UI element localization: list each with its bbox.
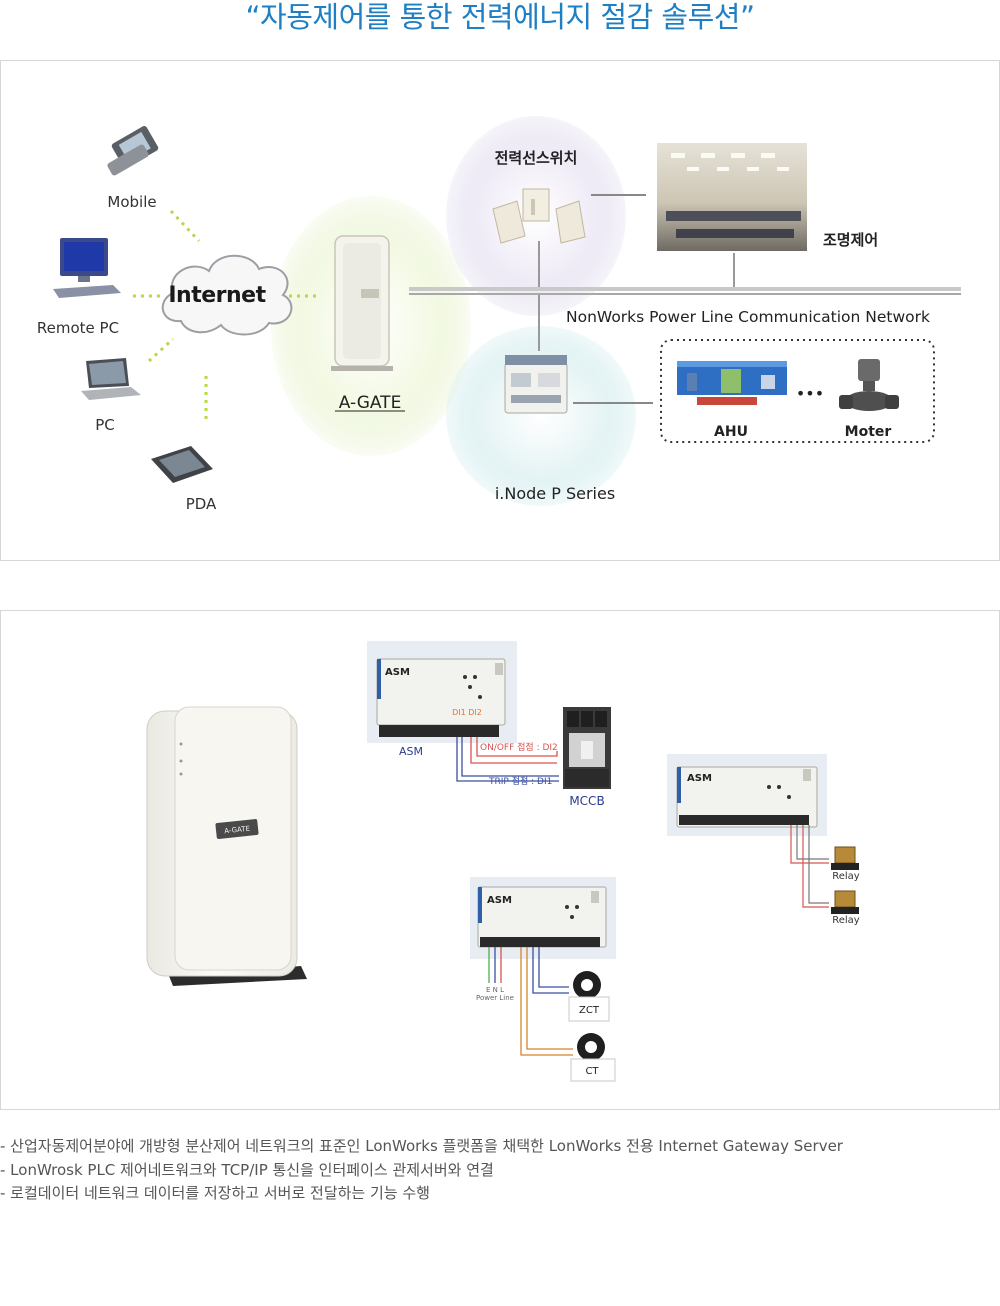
- light-control-label: 조명제어: [823, 231, 878, 249]
- asm-3-title: ASM: [487, 895, 512, 906]
- description-item: - 로컬데이터 네트워크 데이터를 저장하고 서버로 전달하는 기능 수행: [0, 1184, 430, 1202]
- relay-1-icon: [831, 846, 859, 870]
- agate-label: A-GATE: [339, 393, 402, 413]
- page-title: “자동제어를 통한 전력에너지 절감 솔루션”: [245, 0, 755, 34]
- asm-module-3: [470, 877, 616, 959]
- internet-label: Internet: [168, 283, 266, 308]
- ct-label: CT: [585, 1066, 599, 1077]
- power-line-label: Power Line: [476, 994, 514, 1002]
- agate-device-icon: [331, 235, 393, 371]
- ahu-label: AHU: [714, 424, 748, 440]
- ahu-icon: [677, 361, 787, 405]
- mobile-label: Mobile: [107, 193, 156, 211]
- description-item: - LonWrosk PLC 제어네트워크와 TCP/IP 통신을 인터페이스 …: [0, 1160, 494, 1179]
- trip-contact-label: TRIP 접점 : DI1: [488, 775, 552, 787]
- power-switch-icon: [492, 188, 586, 244]
- inode-label: i.Node P Series: [495, 484, 615, 503]
- internet-cloud-icon: [161, 254, 293, 336]
- pda-icon: [151, 446, 213, 483]
- wiring-diagram-panel: A-GATE ASM DI1 DI2 ASM ON/OFF 접점 : DI2 T…: [0, 610, 1000, 1110]
- inode-device-icon: [504, 355, 568, 414]
- light-control-room-image: [657, 143, 807, 251]
- asm-1-title: ASM: [385, 667, 410, 678]
- network-label: NonWorks Power Line Communication Networ…: [566, 308, 930, 326]
- mccb-breaker: [563, 707, 611, 789]
- motor-icon: [839, 359, 899, 411]
- relay-1-label: Relay: [832, 871, 860, 882]
- relay-2-icon: [831, 890, 859, 914]
- di-labels: DI1 DI2: [452, 708, 482, 717]
- relay-2-label: Relay: [832, 915, 860, 926]
- mobile-phone-icon: [107, 125, 159, 176]
- description-item: - 산업자동제어분야에 개방형 분산제어 네트워크의 표준인 LonWorks …: [0, 1137, 843, 1155]
- zct-sensor-icon: [568, 971, 610, 1022]
- laptop-icon: [81, 358, 141, 400]
- remote-pc-label: Remote PC: [37, 319, 119, 337]
- asm-module-1: [367, 641, 517, 743]
- power-line-bus: [409, 287, 961, 291]
- ct-sensor-icon: [570, 1033, 616, 1082]
- wiring-diagram: A-GATE ASM DI1 DI2 ASM ON/OFF 접점 : DI2 T…: [146, 641, 860, 1082]
- asm-2-title: ASM: [687, 773, 712, 784]
- asm-module-2: [667, 754, 827, 836]
- network-diagram-panel: Mobile Remote PC PC PDA Internet: [0, 60, 1000, 561]
- inode-glow: [446, 326, 636, 506]
- asm-1-label: ASM: [399, 745, 423, 758]
- moter-label: Moter: [845, 424, 892, 440]
- ellipsis-label: •••: [796, 384, 824, 403]
- description-list: - 산업자동제어분야에 개방형 분산제어 네트워크의 표준인 LonWorks …: [0, 1135, 1000, 1206]
- pda-label: PDA: [186, 495, 217, 513]
- network-diagram: Mobile Remote PC PC PDA Internet: [37, 116, 961, 513]
- agate-device-logo: A-GATE: [224, 825, 250, 836]
- power-switch-label: 전력선스위치: [495, 149, 578, 167]
- agate-device-large: [146, 706, 307, 986]
- zct-label: ZCT: [579, 1005, 600, 1016]
- remote-pc-icon: [53, 238, 121, 298]
- enl-label: E N L: [486, 986, 504, 994]
- field-device-group: [660, 339, 935, 443]
- mccb-label: MCCB: [569, 794, 604, 808]
- pc-label: PC: [95, 416, 115, 434]
- onoff-contact-label: ON/OFF 접점 : DI2: [480, 741, 558, 753]
